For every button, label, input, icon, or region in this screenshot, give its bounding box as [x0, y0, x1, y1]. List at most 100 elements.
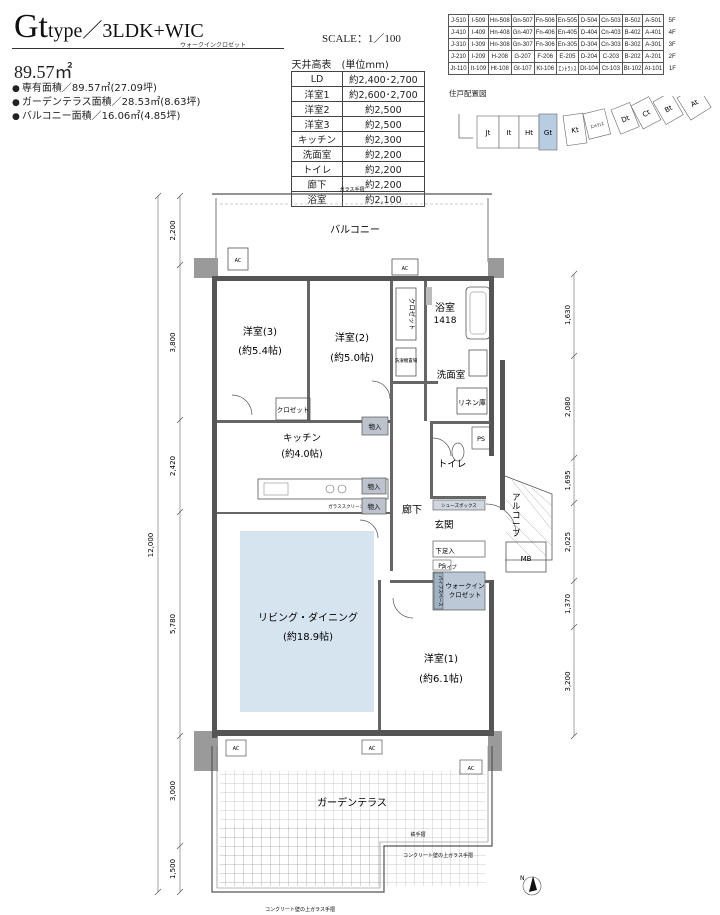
dimension-tick: [570, 577, 578, 585]
room-size-kitchen: (約4.0帖): [281, 448, 323, 460]
room-label-western1: 洋室(1): [424, 652, 458, 665]
dimension-tick: [570, 732, 578, 740]
room-label-wic: ウォークインクロゼット: [446, 582, 485, 599]
column: [488, 258, 504, 278]
unit-cell: A-501: [642, 14, 665, 27]
living-dining-floor: [240, 531, 374, 712]
dimension-tick: [176, 192, 184, 200]
interior-walls: [217, 281, 490, 730]
room-label-kitchen: キッチン: [283, 433, 321, 444]
location-unit-label: Dt: [620, 114, 631, 125]
shoe-cabinet: [432, 499, 486, 511]
closet-western2: [395, 287, 417, 341]
linen-cabinet: [456, 387, 488, 415]
dimension-tick: [176, 508, 184, 516]
unit-cell: En-305: [555, 38, 580, 51]
dimension-tick: [176, 842, 184, 850]
storage-pantry-1: [361, 477, 387, 495]
type-title: Gttype／3LDK+WIC: [14, 8, 204, 46]
glass-wall-bottom-label: コンクリート壁の上ガラス手摺: [265, 906, 335, 913]
room-size-western3: (約5.4帖): [238, 344, 282, 357]
north-arrow-icon: [529, 876, 537, 892]
dimension-tick: [570, 352, 578, 360]
pipe-label: パイプ: [441, 565, 456, 571]
unit-cell: Ct-103: [599, 62, 623, 75]
glass-screen-label: ガラススクリーン: [328, 503, 364, 510]
table-cell: 浴室: [290, 191, 344, 207]
location-unit: Bt: [652, 96, 684, 125]
room-label-balcony: バルコニー: [330, 224, 380, 236]
unit-cell: I-509: [468, 14, 489, 27]
location-unit-label: Bt: [663, 104, 674, 115]
ac-unit-terrace-right: [459, 759, 483, 775]
kitchen-sink: [263, 482, 289, 496]
ac-label: AC: [369, 746, 376, 752]
dimension-tick: [176, 416, 184, 424]
stove-burner: [325, 484, 335, 494]
room-label-garden: ガーデンテラス: [317, 796, 387, 809]
location-unit-block: [652, 96, 684, 125]
alcove-hatch: [505, 499, 553, 547]
metal-rail-label: 鉄手摺: [410, 831, 425, 838]
dimension-tick: [176, 261, 184, 269]
unit-cell: Dt-104: [578, 62, 601, 75]
location-map-title: 住戸配置図: [449, 89, 487, 98]
table-cell: 洗面室: [290, 146, 344, 162]
dimension-label: 1,500: [169, 859, 177, 879]
unit-cell: D-204: [578, 50, 601, 63]
location-unit-label: Ht: [525, 129, 533, 137]
table-row: 浴室約2,100: [290, 191, 425, 207]
unit-cell: I-409: [468, 26, 489, 39]
door-swing: [392, 597, 414, 619]
ac-label: AC: [402, 266, 409, 272]
room-label-western2: 洋室(2): [335, 331, 369, 344]
area-list: 専有面積／89.57㎡(27.09坪) ガーデンテラス面積／28.53㎡(8.6…: [12, 82, 201, 124]
laundry-label: 洗濯機置場: [395, 357, 418, 364]
column: [488, 731, 502, 771]
unit-cell: Ht-108: [488, 62, 512, 75]
unit-cell: Bt-102: [621, 62, 644, 75]
alcove-char: ル: [512, 502, 521, 512]
floor-label: 4F: [668, 29, 676, 36]
alcove-label: アルコーブ: [512, 493, 521, 539]
ac-unit-balcony-right: [391, 258, 419, 276]
entrance-door-swing: [485, 503, 517, 535]
wic-label-line: クロゼット: [449, 590, 482, 599]
ac-unit-terrace-left: [225, 739, 247, 757]
total-area: 89.57㎡: [14, 62, 73, 82]
alcove-char: ア: [512, 493, 521, 503]
compass: N: [520, 875, 542, 896]
balcony-area: AC AC: [212, 193, 492, 276]
dimension-tick: [176, 888, 184, 896]
dimension-label: 5,780: [169, 614, 177, 634]
storage-label: 物入: [369, 422, 383, 431]
area-balcony: バルコニー面積／16.06㎡(4.85坪): [12, 110, 200, 124]
dimension-label: 1,630: [564, 305, 572, 325]
storage-pantry-2: [361, 497, 387, 515]
dimension-tick: [570, 454, 578, 462]
alcove-hatch: [511, 479, 553, 531]
ceiling-table-caption: 天井高表 (単位mm): [291, 60, 389, 71]
room-label-hall: 廊下: [402, 503, 422, 516]
doors: [231, 380, 452, 619]
meter-box: [505, 541, 547, 573]
location-unit-block: [538, 113, 558, 151]
alcove-char: ー: [512, 520, 521, 530]
unit-cell: ｴﾝﾄﾗﾝｽ: [555, 62, 580, 75]
floor-label: 3F: [668, 41, 676, 48]
location-unit-block: [610, 102, 640, 135]
area-private: 専有面積／89.57㎡(27.09坪): [12, 82, 200, 96]
room-label-toilet: トイレ: [438, 459, 467, 470]
unit-cell: I-309: [468, 38, 489, 51]
location-unit-label: It: [507, 129, 512, 137]
room-label-western3: 洋室(3): [243, 325, 277, 338]
alcove: [504, 475, 553, 561]
table-row: トイレ約2,200: [290, 161, 425, 177]
dimension-label: 2,420: [169, 456, 177, 476]
wic-note: ウォークインクロゼット: [180, 42, 247, 49]
